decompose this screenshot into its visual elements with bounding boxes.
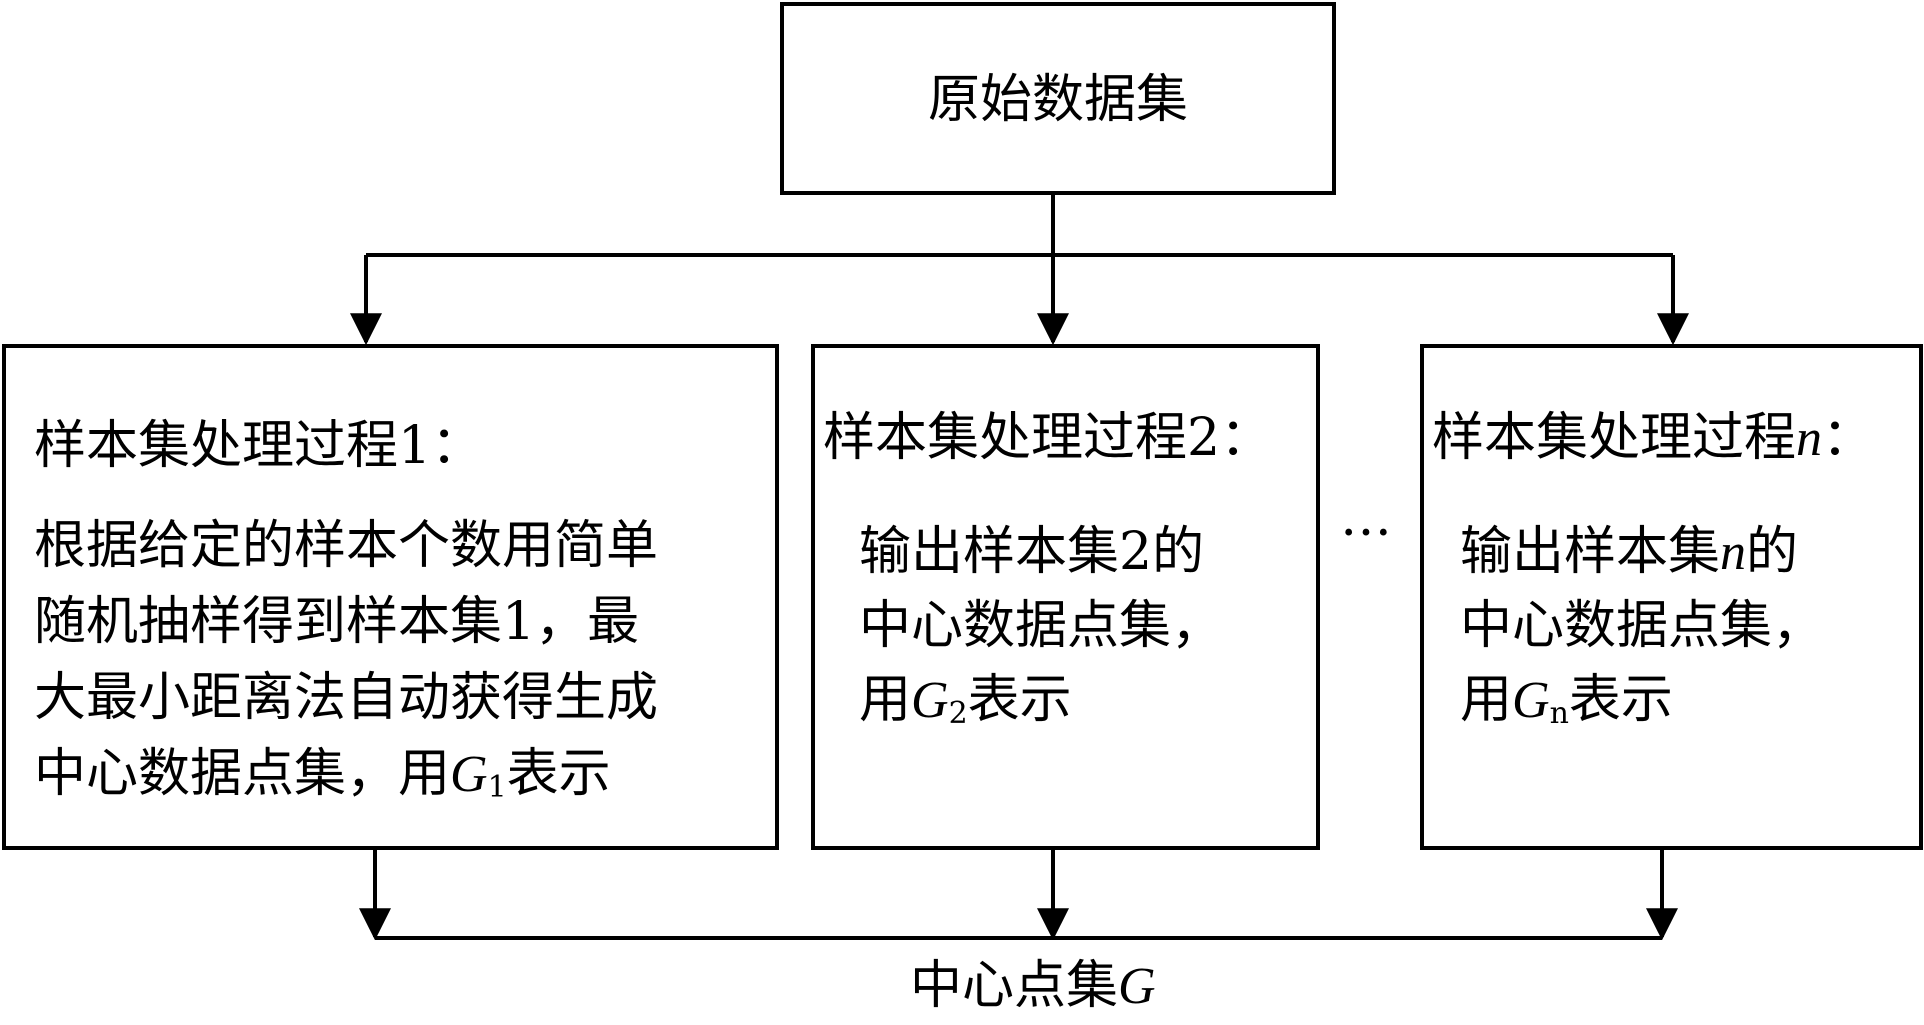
process-2-desc-line-3: 用G2表示 — [859, 662, 1072, 739]
original-dataset-box: 原始数据集 — [780, 2, 1336, 195]
process-1-desc-line-3: 大最小距离法自动获得生成 — [34, 668, 659, 728]
process-2-after-symbol: 表示 — [967, 670, 1072, 730]
process-2-desc-line-1: 输出样本集2的 — [859, 522, 1205, 582]
process-2-desc-line-2: 中心数据点集， — [859, 596, 1224, 656]
process-n-box: 样本集处理过程n： 输出样本集n的 中心数据点集， 用Gn表示 — [1420, 344, 1923, 850]
process-n-title: 样本集处理过程n： — [1432, 400, 1874, 477]
process-1-after-symbol: 表示 — [506, 744, 611, 804]
process-n-title-prefix: 样本集处理过程 — [1432, 408, 1797, 468]
process-2-title: 样本集处理过程2： — [823, 408, 1273, 468]
process-1-desc-text: 中心数据点集，用 — [34, 744, 451, 804]
process-n-line1-suffix: 的 — [1746, 522, 1799, 582]
process-n-desc-line-3: 用Gn表示 — [1460, 662, 1673, 739]
process-2-box: 样本集处理过程2： 输出样本集2的 中心数据点集， 用G2表示 — [811, 344, 1320, 850]
process-n-after-symbol: 表示 — [1568, 670, 1673, 730]
ellipsis-more-processes: … — [1340, 488, 1392, 548]
process-n-set-symbol: G — [1512, 672, 1550, 729]
process-1-desc-line-4: 中心数据点集，用G1表示 — [34, 736, 611, 813]
process-2-set-subscript: 2 — [948, 696, 968, 731]
process-n-title-suffix: ： — [1822, 408, 1875, 468]
process-n-desc-line-2: 中心数据点集， — [1460, 596, 1825, 656]
process-n-title-var: n — [1796, 410, 1823, 467]
process-n-set-subscript: n — [1549, 696, 1569, 731]
process-2-set-symbol: G — [911, 672, 949, 729]
process-1-set-subscript: 1 — [487, 770, 507, 805]
original-dataset-label: 原始数据集 — [927, 70, 1188, 130]
process-1-box: 样本集处理过程1： 根据给定的样本个数用简单 随机抽样得到样本集1，最 大最小距… — [2, 344, 779, 850]
process-n-line1-prefix: 输出样本集 — [1460, 522, 1721, 582]
output-label: 中心点集 — [910, 956, 1119, 1016]
process-2-desc-text: 用 — [859, 670, 912, 730]
process-1-title: 样本集处理过程1： — [34, 416, 484, 476]
process-1-desc-line-2: 随机抽样得到样本集1，最 — [34, 592, 640, 652]
process-1-desc-line-1: 根据给定的样本个数用简单 — [34, 516, 659, 576]
process-n-line1-var: n — [1720, 524, 1747, 581]
process-1-set-symbol: G — [450, 746, 488, 803]
process-n-line3-prefix: 用 — [1460, 670, 1513, 730]
process-n-desc-line-1: 输出样本集n的 — [1460, 514, 1798, 591]
output-center-point-set: 中心点集G — [910, 948, 1156, 1025]
output-symbol: G — [1118, 958, 1156, 1015]
